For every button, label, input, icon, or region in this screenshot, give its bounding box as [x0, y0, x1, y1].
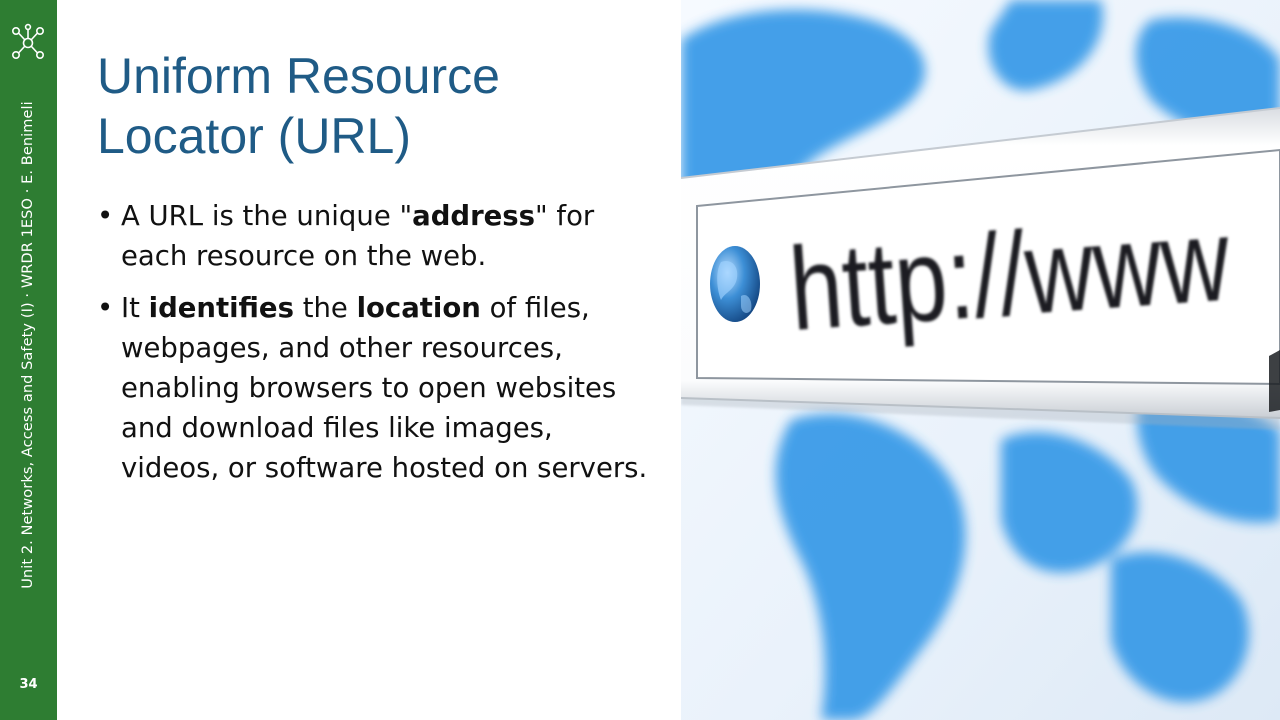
- bullet-list: A URL is the unique "address" for each r…: [97, 196, 657, 500]
- title-line-1: Uniform Resource: [97, 48, 500, 104]
- bullet-1-text-b: " for each resource on the web.: [121, 200, 595, 272]
- hero-image: http://www: [681, 0, 1280, 720]
- bullet-item-2: It identifies the location of files, web…: [97, 288, 657, 488]
- bullet-2-text-a: It: [121, 292, 149, 324]
- bullet-item-1: A URL is the unique "address" for each r…: [97, 196, 657, 276]
- bullet-1-text-a: A URL is the unique ": [121, 200, 413, 232]
- course-footer-text: Unit 2. Networks, Access and Safety (I) …: [20, 101, 36, 589]
- slide-number: 34: [19, 677, 38, 692]
- bullet-1-bold-address: address: [412, 200, 536, 232]
- bullet-2-bold-identifies: identifies: [148, 292, 294, 324]
- url-bar-text: http://www: [786, 194, 1235, 356]
- bullet-2-bold-location: location: [356, 292, 481, 324]
- network-nodes-icon: [12, 23, 44, 59]
- bullet-2-text-c: of files, webpages, and other resources,…: [121, 292, 648, 484]
- world-map-browser-image: http://www: [681, 0, 1280, 720]
- sidebar: Unit 2. Networks, Access and Safety (I) …: [0, 0, 57, 720]
- bullet-2-text-b: the: [293, 292, 357, 324]
- title-line-2: Locator (URL): [97, 108, 411, 164]
- slide-title: Uniform Resource Locator (URL): [97, 46, 657, 166]
- globe-icon: [710, 246, 760, 322]
